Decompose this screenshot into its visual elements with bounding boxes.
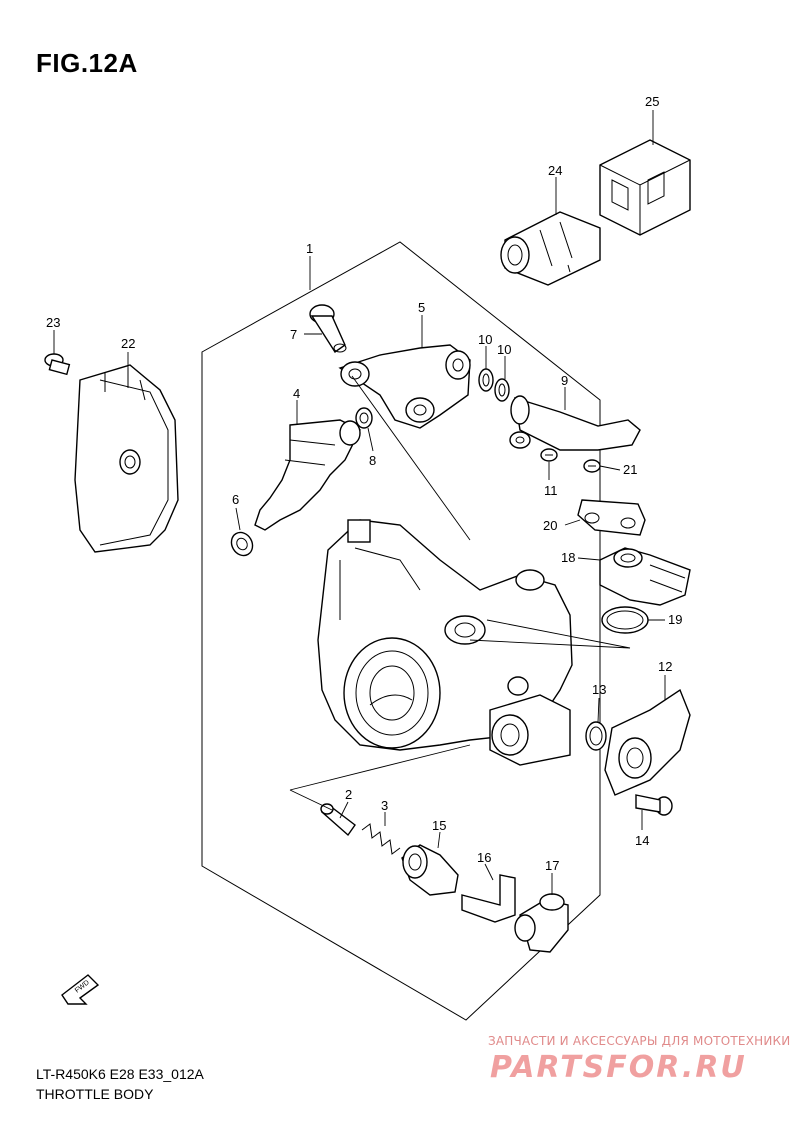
part-19-oring bbox=[601, 606, 649, 634]
section-name: THROTTLE BODY bbox=[36, 1086, 154, 1102]
fwd-arrow-icon: FWD bbox=[61, 974, 100, 1005]
callout-16: 16 bbox=[477, 850, 491, 865]
callout-12: 12 bbox=[658, 659, 672, 674]
callout-14: 14 bbox=[635, 833, 649, 848]
callout-22: 22 bbox=[121, 336, 135, 351]
part-18-sensor bbox=[599, 547, 691, 606]
callout-2: 2 bbox=[345, 787, 352, 802]
part-11-screw bbox=[540, 448, 558, 462]
watermark-tagline: ЗАПЧАСТИ И АКСЕССУАРЫ ДЛЯ МОТОТЕХНИКИ bbox=[488, 1034, 791, 1048]
callout-13: 13 bbox=[592, 682, 606, 697]
callout-25: 25 bbox=[645, 94, 659, 109]
part-8-oring bbox=[355, 407, 373, 429]
leader-lines bbox=[53, 110, 666, 895]
watermark-brand: PARTSFOR.RU bbox=[490, 1050, 747, 1085]
part-15-valve bbox=[401, 844, 459, 896]
callout-11: 11 bbox=[544, 483, 558, 498]
callout-20: 20 bbox=[543, 518, 557, 533]
part-24-connector bbox=[500, 211, 601, 286]
callout-10a: 10 bbox=[478, 332, 492, 347]
callout-24: 24 bbox=[548, 163, 562, 178]
callout-21: 21 bbox=[623, 462, 637, 477]
callout-23: 23 bbox=[46, 315, 60, 330]
callout-10b: 10 bbox=[497, 342, 511, 357]
callout-numbers: 1 2 3 4 5 6 7 8 9 10 10 11 12 13 14 15 1… bbox=[46, 94, 682, 873]
throttle-body-main bbox=[317, 519, 573, 766]
callout-5: 5 bbox=[418, 300, 425, 315]
figure-title: FIG.12A bbox=[36, 48, 138, 78]
model-code: LT-R450K6 E28 E33_012A bbox=[36, 1066, 204, 1082]
part-20-plate bbox=[577, 499, 646, 536]
part-5-joint bbox=[338, 344, 471, 429]
callout-1: 1 bbox=[306, 241, 313, 256]
callout-3: 3 bbox=[381, 798, 388, 813]
part-22-cover bbox=[74, 364, 179, 553]
part-14-bolt bbox=[635, 794, 673, 816]
part-6-seal bbox=[230, 531, 254, 557]
part-2-plunger bbox=[320, 803, 356, 837]
part-13-oring bbox=[585, 721, 607, 751]
callout-9: 9 bbox=[561, 373, 568, 388]
part-10-orings bbox=[478, 368, 510, 402]
callout-19: 19 bbox=[668, 612, 682, 627]
part-21-screw bbox=[583, 459, 601, 473]
part-16-hose bbox=[461, 874, 516, 923]
callout-15: 15 bbox=[432, 818, 446, 833]
part-25-coupler bbox=[599, 139, 691, 236]
part-23-screw bbox=[44, 353, 71, 376]
callout-8: 8 bbox=[369, 453, 376, 468]
part-17-elbow bbox=[514, 893, 569, 953]
assembly-boundary bbox=[201, 241, 601, 1021]
part-12-sensor bbox=[604, 688, 691, 796]
callout-7: 7 bbox=[290, 327, 297, 342]
part-3-spring bbox=[361, 823, 401, 855]
callout-17: 17 bbox=[545, 858, 559, 873]
part-9-sensor bbox=[509, 395, 641, 451]
callout-4: 4 bbox=[293, 386, 300, 401]
callout-6: 6 bbox=[232, 492, 239, 507]
part-4-injector bbox=[254, 419, 361, 531]
callout-18: 18 bbox=[561, 550, 575, 565]
part-7-bolt bbox=[309, 304, 347, 353]
